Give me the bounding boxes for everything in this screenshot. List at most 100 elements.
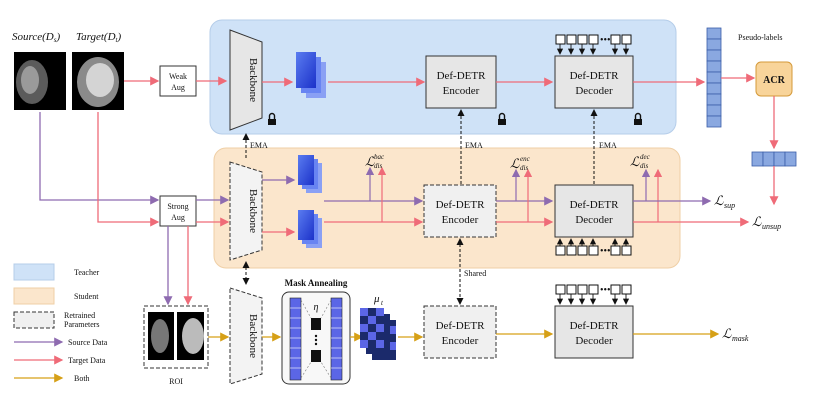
- legend: Teacher Student Retrained Parameters Sou…: [13, 263, 108, 383]
- svg-text:Def-DETR: Def-DETR: [436, 199, 486, 211]
- svg-text:t: t: [381, 299, 384, 307]
- svg-text:Encoder: Encoder: [442, 214, 479, 226]
- legend-both: Both: [74, 374, 90, 383]
- teacher-backbone: Backbone: [229, 29, 263, 131]
- legend-retrained-swatch: [13, 311, 55, 329]
- bottom-encoder: Def-DETR Encoder: [423, 305, 497, 359]
- strong-aug-label-1: Strong: [167, 202, 188, 211]
- legend-retrained-2: Parameters: [64, 320, 100, 329]
- svg-text:sup: sup: [724, 201, 735, 210]
- target-label: Target(Dt): [76, 31, 121, 44]
- svg-text:Source(Ds): Source(Ds): [12, 31, 60, 44]
- masked-feature-cube: [360, 308, 396, 360]
- loss-dis-dec: ℒ dec dis: [630, 153, 651, 170]
- svg-text:Backbone: Backbone: [247, 314, 259, 358]
- svg-text:dis: dis: [374, 162, 382, 170]
- svg-text:unsup: unsup: [762, 222, 781, 231]
- svg-text:Decoder: Decoder: [575, 335, 613, 347]
- svg-text:bac: bac: [374, 153, 385, 161]
- svg-text:Def-DETR: Def-DETR: [436, 320, 486, 332]
- legend-student: Student: [74, 292, 99, 301]
- pseudo-label-stack: [706, 27, 722, 128]
- roi-box: [143, 305, 209, 369]
- loss-sup: ℒ sup: [714, 193, 735, 210]
- ema-label: EMA: [599, 141, 617, 150]
- target-image: [72, 52, 124, 110]
- lock-icon: [634, 112, 642, 125]
- shared-label: Shared: [464, 269, 486, 278]
- student-query-arrows: [556, 238, 630, 246]
- ema-label: EMA: [250, 141, 268, 150]
- svg-text:Encoder: Encoder: [443, 85, 480, 97]
- svg-text:Encoder: Encoder: [442, 335, 479, 347]
- student-query-boxes: [555, 245, 632, 256]
- svg-text:Target(Dt): Target(Dt): [76, 31, 121, 44]
- teacher-decoder: Def-DETR Decoder: [554, 55, 634, 109]
- pseudo-labels-text: Pseudo-labels: [738, 33, 782, 42]
- svg-text:Backbone: Backbone: [247, 58, 259, 102]
- strong-aug-label-2: Aug: [171, 213, 185, 222]
- svg-text:Def-DETR: Def-DETR: [437, 70, 487, 82]
- weak-aug-label-1: Weak: [169, 72, 187, 81]
- legend-teacher: Teacher: [74, 268, 100, 277]
- svg-text:μ: μ: [373, 293, 380, 305]
- target-line: [97, 112, 160, 227]
- student-feature-cube-src: [298, 155, 322, 193]
- ellipsis-icon: •••: [600, 35, 611, 46]
- ema-label: EMA: [465, 141, 483, 150]
- loss-dis-enc: ℒ enc dis: [510, 155, 531, 172]
- svg-text:Decoder: Decoder: [575, 85, 613, 97]
- source-label: Source(Ds): [12, 31, 60, 44]
- weak-aug-box: [159, 65, 197, 97]
- loss-mask: ℒ mask: [722, 326, 749, 343]
- svg-text:ℒ: ℒ: [752, 214, 762, 229]
- bottom-backbone: Backbone: [229, 287, 263, 385]
- refined-label-row: [751, 151, 797, 167]
- legend-teacher-swatch: [13, 263, 55, 281]
- svg-text:ℒ: ℒ: [722, 326, 732, 341]
- student-feature-cube-tgt: [298, 210, 322, 248]
- svg-text:η: η: [314, 302, 319, 313]
- teacher-query-arrows: [556, 44, 630, 55]
- teacher-encoder: Def-DETR Encoder: [425, 55, 497, 109]
- svg-text:Backbone: Backbone: [247, 189, 259, 233]
- mask-annealing-box: η: [281, 291, 351, 385]
- mu-label: μ t: [373, 293, 384, 307]
- svg-text:ACR: ACR: [763, 75, 785, 86]
- teacher-query-boxes: [555, 34, 632, 45]
- svg-text:dis: dis: [640, 162, 648, 170]
- bottom-query-arrows: [556, 294, 630, 305]
- weak-aug-label-2: Aug: [171, 83, 185, 92]
- legend-source: Source Data: [68, 338, 108, 347]
- legend-target: Target Data: [68, 356, 106, 365]
- student-encoder: Def-DETR Encoder: [423, 184, 497, 238]
- bottom-query-boxes: [555, 284, 632, 295]
- svg-text:mask: mask: [732, 334, 749, 343]
- ellipsis-icon: •••: [600, 285, 611, 296]
- svg-text:Def-DETR: Def-DETR: [570, 70, 620, 82]
- loss-dis-bac: ℒ bac dis: [365, 153, 385, 170]
- svg-text:enc: enc: [520, 155, 531, 163]
- student-decoder: Def-DETR Decoder: [554, 184, 634, 238]
- svg-text:Def-DETR: Def-DETR: [570, 320, 620, 332]
- svg-text:ℒ: ℒ: [630, 154, 640, 169]
- roi-label: ROI: [169, 377, 183, 386]
- svg-text:ℒ: ℒ: [714, 193, 724, 208]
- svg-text:ℒ: ℒ: [365, 154, 375, 169]
- lock-icon: [268, 112, 276, 125]
- svg-text:ℒ: ℒ: [510, 156, 520, 171]
- ellipsis-icon: •••: [600, 246, 611, 257]
- legend-student-swatch: [13, 287, 55, 305]
- bottom-decoder: Def-DETR Decoder: [554, 305, 634, 359]
- strong-aug-box: [159, 195, 197, 227]
- svg-text:Def-DETR: Def-DETR: [570, 199, 620, 211]
- legend-retrained-1: Retrained: [64, 311, 95, 320]
- loss-unsup: ℒ unsup: [752, 214, 781, 231]
- source-image: [14, 52, 66, 110]
- svg-text:dec: dec: [640, 153, 651, 161]
- source-line: [39, 112, 160, 205]
- student-backbone: Backbone: [229, 161, 263, 261]
- teacher-feature-cube: [296, 52, 326, 98]
- acr-box: ACR: [755, 61, 793, 97]
